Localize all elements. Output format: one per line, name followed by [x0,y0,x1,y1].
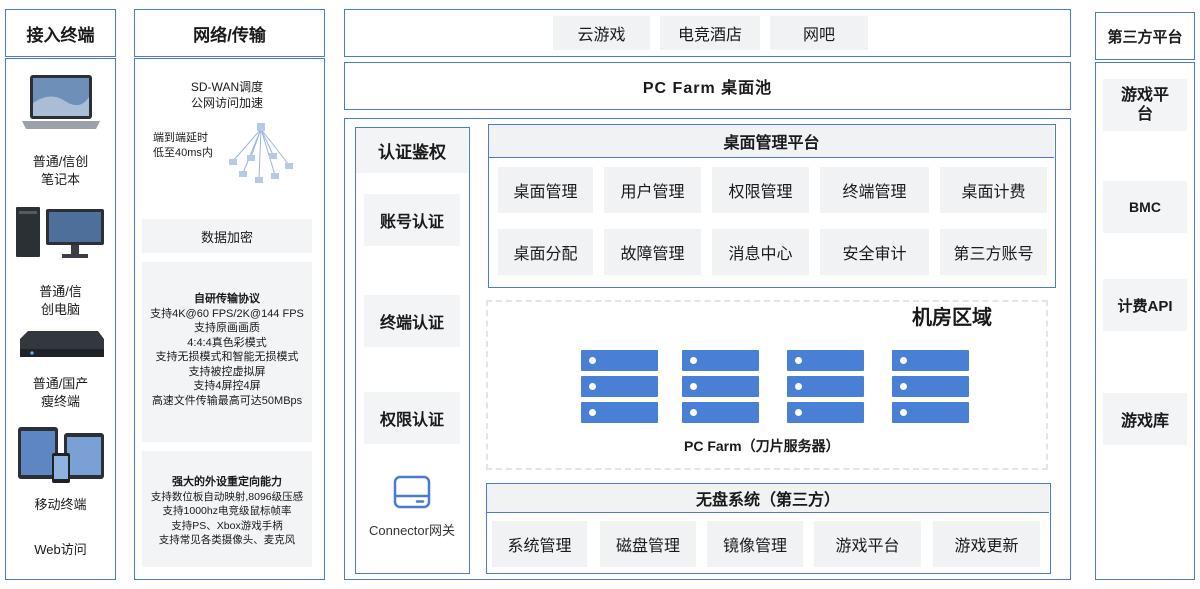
sdwan-text: SD-WAN调度 公网访问加速 [190,80,264,110]
auth-terminal[interactable]: 终端认证 [364,295,460,347]
scenario-esports-hotel: 电竞酒店 [660,16,760,50]
protocol-line-5: 支持被控虚拟屏 [188,365,266,378]
datacenter-caption: PC Farm（刀片服务器） [684,438,840,454]
mgmt-permission[interactable]: 权限管理 [712,167,809,213]
third-party-bmc[interactable]: BMC [1103,181,1187,233]
connector-gateway-label: Connector网关 [369,523,455,538]
third-party-title: 第三方平台 [1095,12,1195,60]
mobile-devices-icon [18,427,104,483]
desktop-pc-icon [16,207,104,258]
device-label-mobile: 移动终端 [34,497,87,512]
server-unit [682,376,759,397]
server-unit [682,402,759,423]
protocol-line-7: 高速文件传输最高可达50MBps [151,394,303,407]
diskless-system-mgmt[interactable]: 系统管理 [492,521,587,567]
redirect-line-1: 支持数位板自动映射,8096级压感 [150,490,304,503]
redirect-line-4: 支持常见各类摄像头、麦克风 [158,534,296,546]
mgmt-message-center[interactable]: 消息中心 [712,229,809,275]
access-terminals-panel: 普通/信创 笔记本 普通/信 创电脑 普通/国产 瘦终端 移动终端 Web访问 [5,58,116,580]
redirect-line-2: 支持1000hz电竞级鼠标帧率 [162,505,292,517]
mgmt-security-audit[interactable]: 安全审计 [820,229,929,275]
protocol-line-3: 4:4:4真色彩模式 [187,336,267,349]
network-title: 网络/传输 [134,9,325,57]
server-unit [892,402,969,423]
protocol-box: 自研传输协议 支持4K@60 FPS/2K@144 FPS 支持原画画质 4:4… [142,262,312,442]
server-unit [581,350,658,371]
server-unit [787,376,864,397]
server-unit [581,402,658,423]
latency-text: 端到端延时 低至40ms内 [153,132,213,159]
device-label-laptop: 普通/信创 笔记本 [32,154,89,187]
server-unit [787,350,864,371]
mgmt-user[interactable]: 用户管理 [604,167,701,213]
third-party-billing-api[interactable]: 计费API [1103,279,1187,331]
protocol-line-4: 支持无损模式和智能无损模式 [155,351,299,363]
diskless-image-mgmt[interactable]: 镜像管理 [707,521,803,567]
mgmt-desktop[interactable]: 桌面管理 [498,167,593,213]
mgmt-billing[interactable]: 桌面计费 [940,167,1047,213]
protocol-line-2: 支持原画画质 [194,322,260,334]
diskless-game-platform[interactable]: 游戏平台 [814,521,921,567]
datacenter-title: 机房区域 [912,307,992,329]
device-label-desktop: 普通/信 创电脑 [39,284,82,317]
server-unit [892,350,969,371]
encryption-box: 数据加密 [142,219,312,253]
diskless-title: 无盘系统（第三方） [487,484,1049,513]
server-unit [787,402,864,423]
thin-client-icon [20,331,104,357]
auth-permission[interactable]: 权限认证 [364,392,460,444]
server-unit [682,350,759,371]
device-label-thin-client: 普通/国产 瘦终端 [32,376,89,409]
mgmt-allocation[interactable]: 桌面分配 [498,229,593,275]
protocol-line-1: 支持4K@60 FPS/2K@144 FPS [150,307,304,320]
access-terminals-title: 接入终端 [5,9,116,57]
pc-farm-pool-bar: PC Farm 桌面池 [344,62,1071,110]
auth-account[interactable]: 账号认证 [364,194,460,246]
laptop-icon [22,75,100,129]
network-topology-icon [229,123,293,183]
auth-panel: 认证鉴权 账号认证 终端认证 权限认证 Connector网关 [355,127,470,574]
connector-gateway-icon [393,475,431,509]
scenario-internet-cafe: 网吧 [770,16,868,50]
diskless-game-update[interactable]: 游戏更新 [933,521,1040,567]
server-unit [581,376,658,397]
protocol-line-6: 支持4屏控4屏 [193,380,261,392]
redirect-line-3: 支持PS、Xbox游戏手柄 [171,519,283,532]
third-party-panel: 游戏平台 BMC 计费API 游戏库 [1095,62,1195,580]
redirect-box: 强大的外设重定向能力 支持数位板自动映射,8096级压感 支持1000hz电竞级… [142,451,312,567]
server-unit [892,376,969,397]
network-panel: SD-WAN调度 公网访问加速 端到端延时 低至40ms内 数据加密 自研传输协… [134,58,325,580]
desktop-mgmt-title: 桌面管理平台 [489,125,1054,158]
device-label-web: Web访问 [34,542,87,557]
auth-title: 认证鉴权 [356,128,468,173]
datacenter-area [486,300,1048,470]
scenario-cloud-gaming: 云游戏 [553,16,650,50]
diskless-disk-mgmt[interactable]: 磁盘管理 [600,521,696,567]
mgmt-third-party-account[interactable]: 第三方账号 [940,229,1047,275]
third-party-game-library[interactable]: 游戏库 [1103,393,1187,445]
mgmt-terminal[interactable]: 终端管理 [820,167,929,213]
mgmt-fault[interactable]: 故障管理 [604,229,701,275]
protocol-title: 自研传输协议 [194,293,260,305]
third-party-game-platform[interactable]: 游戏平台 [1103,79,1187,131]
redirect-title: 强大的外设重定向能力 [172,476,282,488]
